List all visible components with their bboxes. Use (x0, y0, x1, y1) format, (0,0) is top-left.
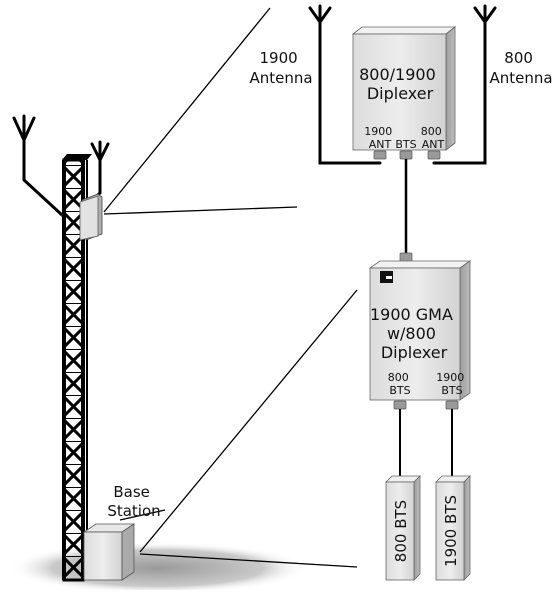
ground-shadow (8, 542, 308, 594)
gma-title: 1900 GMA w/800 Diplexer (370, 305, 458, 362)
tower-diplexer-unit (79, 193, 103, 241)
cables-gma-to-bts (399, 409, 453, 476)
callout-lines (103, 7, 358, 568)
diplexer-port-800-ant-label: 800 ANT (421, 125, 446, 151)
gma-port-1900-bts-label: 1900 BTS (436, 371, 468, 397)
diplexer-port-bts-label: BTS (395, 138, 416, 151)
diplexer-title: 800/1900 Diplexer (359, 65, 441, 103)
base-station-shelter (82, 523, 136, 581)
bts-1900-cabinet (435, 475, 471, 581)
diplexer-connectors (373, 150, 441, 160)
bts-800-label: 800 BTS (392, 500, 410, 562)
diplexer-port-1900-ant-label: 1900 ANT (364, 125, 396, 151)
diplexer-box (351, 26, 457, 151)
bts-1900-label: 1900 BTS (442, 495, 460, 567)
gma-box (368, 260, 472, 401)
lattice-tower (62, 154, 92, 582)
diplexer-antenna-feeds (308, 4, 497, 165)
gma-port-800-bts-label: 800 BTS (388, 371, 413, 397)
gma-connectors (393, 400, 459, 410)
bts-800-cabinet (385, 475, 421, 581)
cable-diplexer-to-gma (399, 159, 413, 263)
label-1900-antenna: 1900 Antenna (249, 49, 312, 87)
label-800-antenna: 800 Antenna (489, 49, 552, 87)
label-base-station: Base Station (107, 483, 160, 520)
